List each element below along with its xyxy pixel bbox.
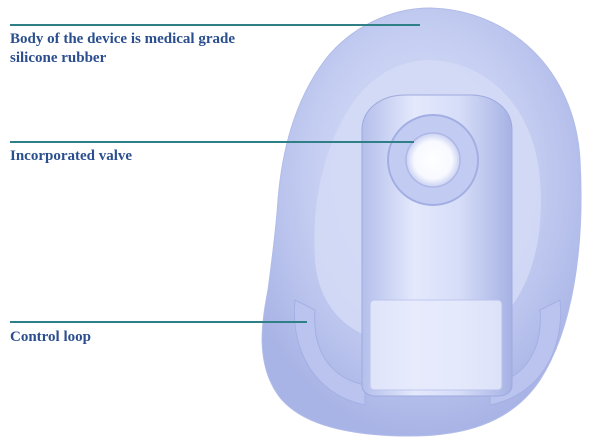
stem-panel bbox=[370, 300, 502, 390]
leader-line-body bbox=[10, 24, 420, 26]
leader-line-valve bbox=[10, 141, 414, 143]
label-body-material: Body of the device is medical grade sili… bbox=[10, 30, 235, 68]
leader-line-control-loop bbox=[10, 321, 307, 323]
label-incorporated-valve: Incorporated valve bbox=[10, 147, 132, 166]
label-control-loop: Control loop bbox=[10, 328, 91, 347]
label-body-line2: silicone rubber bbox=[10, 49, 235, 68]
label-body-line1: Body of the device is medical grade bbox=[10, 30, 235, 49]
valve-opening bbox=[406, 133, 460, 187]
